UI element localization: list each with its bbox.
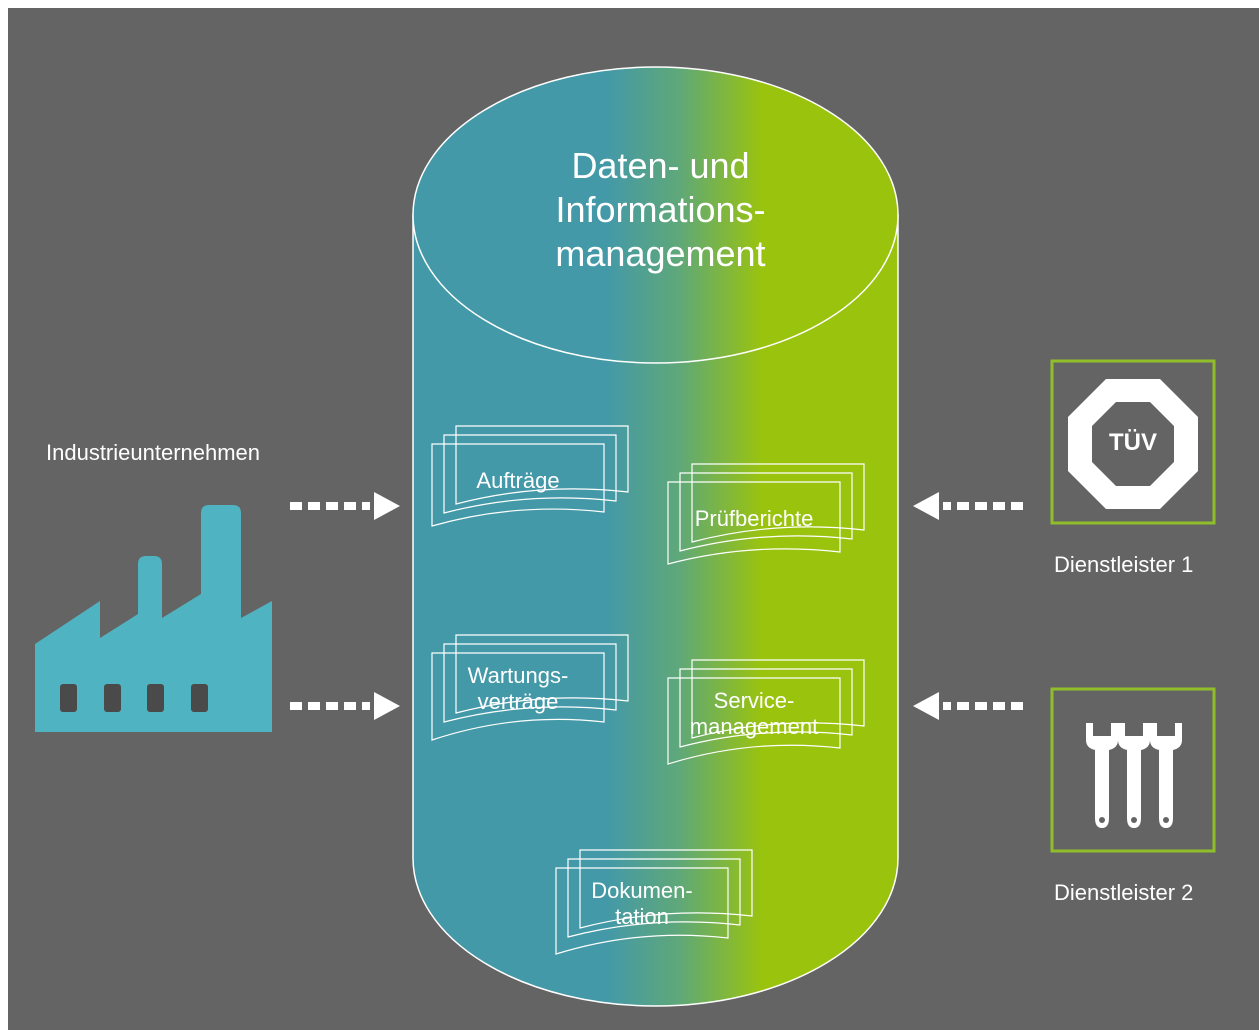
label-dienstleister-2: Dienstleister 2 [1054, 880, 1194, 905]
doc-label-wartungsvertraege: Wartungs- verträge [432, 660, 604, 718]
diagram-title: Daten- und Informations- management [438, 144, 883, 276]
doc-label-auftraege: Aufträge [432, 456, 604, 506]
arrow-factory-to-db-2 [290, 692, 400, 720]
tuev-octagon-icon [1068, 379, 1198, 509]
provider2-frame [1050, 687, 1216, 853]
doc-label-auftraege-line1: Aufträge [476, 468, 560, 493]
label-dienstleister-1: Dienstleister 1 [1054, 552, 1194, 577]
title-line-1: Daten- und [571, 145, 750, 186]
factory-icon [35, 505, 272, 732]
doc-stack-pruefberichte [667, 463, 865, 565]
doc-label-servicemanagement-line2: management [689, 714, 819, 739]
doc-stack-servicemanagement [667, 659, 865, 765]
label-industrieunternehmen: Industrieunternehmen [46, 440, 261, 465]
doc-stack-dokumentation [555, 849, 753, 955]
doc-label-servicemanagement: Service- management [668, 685, 840, 743]
doc-label-servicemanagement-line1: Service- [713, 688, 795, 713]
arrow-provider2-to-db [913, 692, 1023, 720]
wrenches-icon [1086, 723, 1182, 828]
arrow-factory-to-db-1 [290, 492, 400, 520]
diagram-graphics [35, 66, 1216, 1007]
tuev-badge-text: TÜV [1109, 429, 1157, 456]
database-cylinder-top [412, 66, 899, 364]
arrow-provider1-to-db [913, 492, 1023, 520]
doc-label-pruefberichte-line1: Prüfberichte [694, 506, 814, 531]
doc-label-wartungsvertraege-line2: verträge [477, 689, 559, 714]
doc-stack-wartungsvertraege [431, 634, 629, 741]
database-cylinder-body [412, 214, 899, 1007]
doc-stack-auftraege [431, 425, 629, 527]
doc-label-dokumentation-line2: tation [615, 904, 669, 929]
title-line-2: Informations- [555, 189, 766, 230]
diagram-canvas: Daten- und Informations- management Auft… [8, 8, 1259, 1030]
doc-label-wartungsvertraege-line1: Wartungs- [467, 663, 569, 688]
doc-label-dokumentation-line1: Dokumen- [591, 878, 693, 903]
title-line-3: management [555, 233, 766, 274]
doc-label-dokumentation: Dokumen- tation [556, 875, 728, 933]
provider1-frame [1050, 359, 1216, 525]
doc-label-pruefberichte: Prüfberichte [668, 494, 840, 544]
